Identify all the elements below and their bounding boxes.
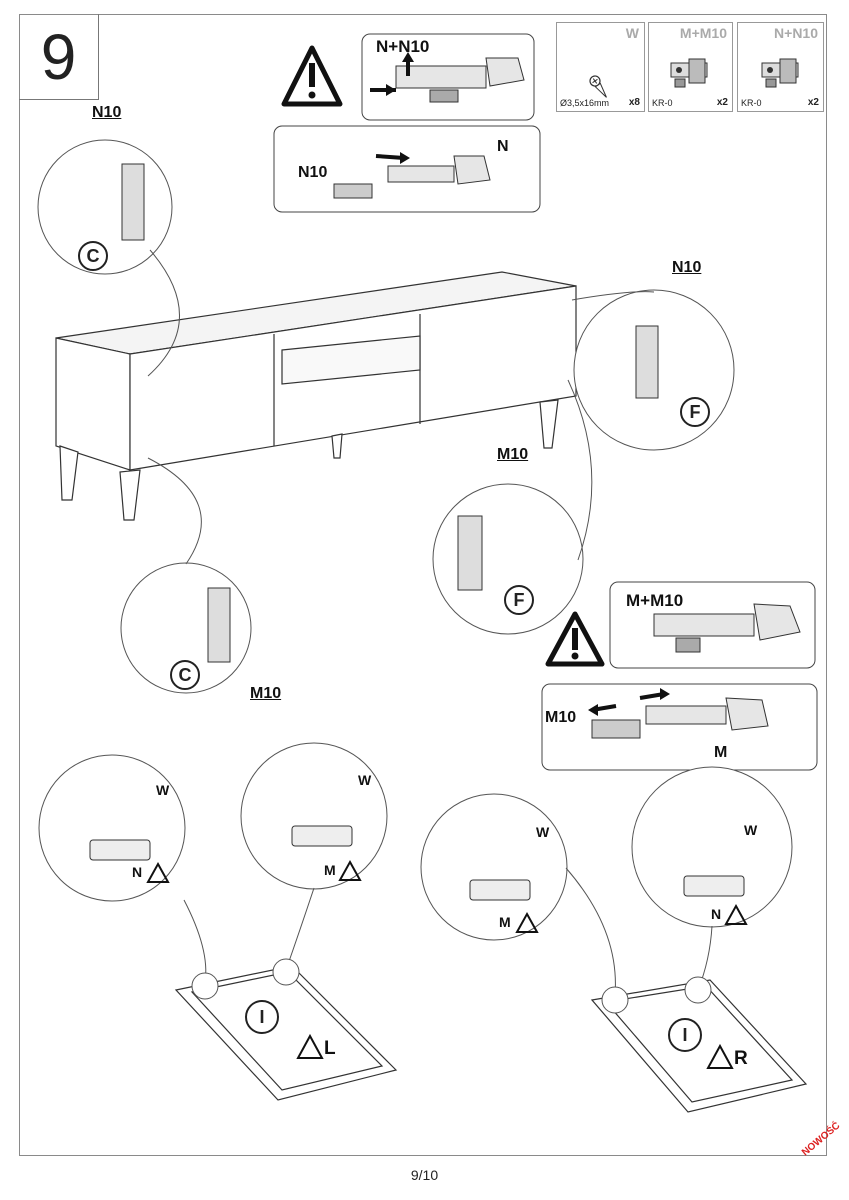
part-box-screw: W Ø3,5x16mm x8 — [556, 22, 645, 112]
panel-label-circle: F — [680, 397, 710, 427]
door-label-circle: I — [245, 1000, 279, 1034]
hinge-label: M10 — [497, 446, 529, 463]
plate-label: N — [132, 864, 143, 880]
door-side-label: R — [734, 1048, 748, 1069]
part-qty: x2 — [716, 97, 728, 108]
plate-label: M — [499, 914, 511, 930]
hinge-arm-label: M — [714, 744, 728, 761]
panel-label-circle: F — [504, 585, 534, 615]
part-qty: x8 — [628, 97, 640, 108]
hinge-icon — [670, 58, 708, 88]
part-code: N+N10 — [774, 25, 818, 41]
hinge-base-label: N10 — [298, 164, 328, 181]
part-spec: KR-0 — [652, 98, 673, 108]
hinge-label: N10 — [92, 104, 122, 121]
hinge-icon — [761, 58, 799, 88]
warning-hinge-label: M+M10 — [626, 591, 684, 610]
part-code: M+M10 — [679, 25, 727, 41]
panel-label-circle: C — [170, 660, 200, 690]
hinge-label: M10 — [250, 685, 282, 702]
part-code: W — [625, 25, 639, 41]
part-spec: Ø3,5x16mm — [560, 98, 610, 108]
page-number: 9/10 — [410, 1167, 439, 1183]
screw-icon — [589, 75, 607, 98]
warning-hinge-label: N+N10 — [376, 37, 430, 56]
screw-label: W — [536, 824, 550, 840]
screw-label: W — [744, 822, 758, 838]
hinge-arm-label: N — [497, 138, 509, 155]
page-frame — [19, 14, 827, 1156]
part-box-hinge-m: M+M10 KR-0 x2 — [648, 22, 733, 112]
door-side-label: L — [324, 1038, 336, 1059]
part-spec: KR-0 — [741, 98, 762, 108]
plate-label: M — [324, 862, 336, 878]
hinge-label: N10 — [672, 259, 702, 276]
hinge-base-label: M10 — [545, 709, 577, 726]
screw-label: W — [358, 772, 372, 788]
part-box-hinge-n: N+N10 KR-0 x2 — [737, 22, 824, 112]
screw-label: W — [156, 782, 170, 798]
part-qty: x2 — [807, 97, 819, 108]
door-label-circle: I — [668, 1018, 702, 1052]
panel-label-circle: C — [78, 241, 108, 271]
step-number: 9 — [19, 14, 99, 100]
plate-label: N — [711, 906, 722, 922]
warning-icon — [281, 45, 605, 667]
